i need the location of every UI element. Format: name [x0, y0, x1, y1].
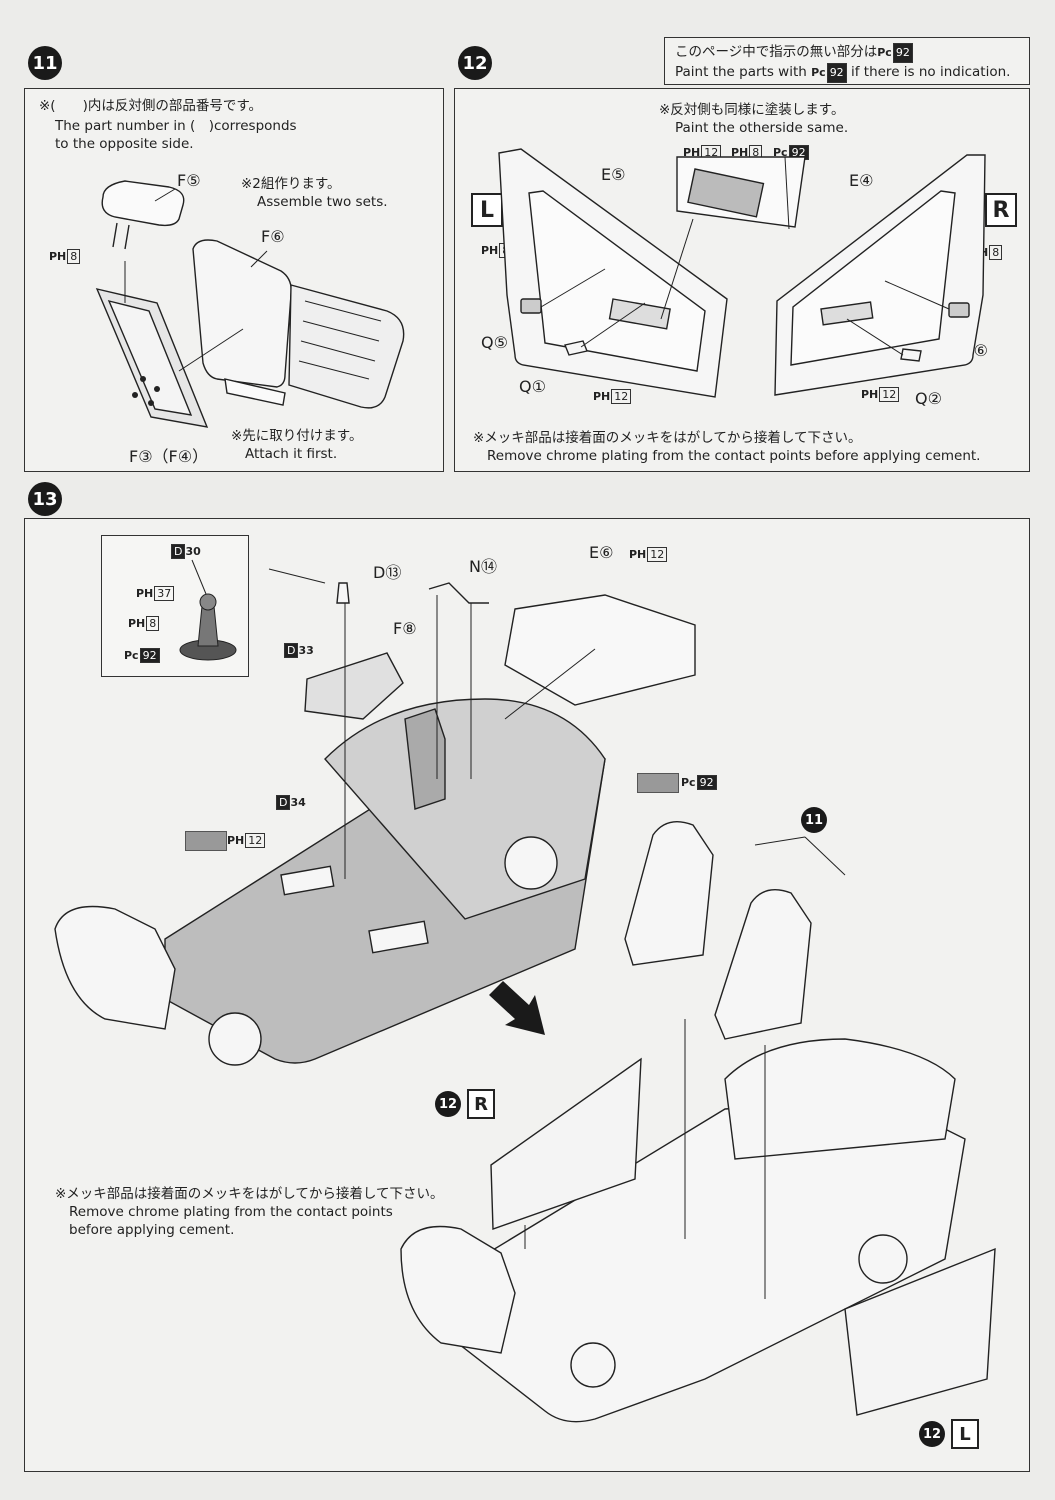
step12-same-jp: ※反対側も同様に塗装します。 — [659, 102, 845, 118]
chassis-assembly-drawing — [54, 568, 996, 1423]
part-d13-label: D⑬ — [373, 563, 402, 582]
step12-same-en: Paint the otherside same. — [675, 120, 849, 136]
ref-step-12-l-badge: 12 — [919, 1421, 945, 1447]
right-side-marker: R — [985, 193, 1017, 227]
step-13-badge: 13 — [28, 482, 62, 516]
part-q2-label: Q② — [915, 389, 942, 408]
step-12-panel: ※反対側も同様に塗装します。 Paint the otherside same.… — [454, 88, 1030, 472]
part-q1-label: Q① — [519, 377, 546, 396]
swatch-pc92 — [637, 773, 679, 793]
ref-r-marker: R — [467, 1089, 495, 1119]
part-e4-label: E④ — [849, 171, 874, 190]
step-11-badge: 11 — [28, 46, 62, 80]
part-f5-label: F⑤ — [177, 171, 201, 190]
step13-chrome-jp: ※メッキ部品は接着面のメッキをはがしてから接着して下さい。 — [55, 1186, 444, 1202]
ref-l-marker: L — [951, 1419, 979, 1449]
step13-chrome-en2: before applying cement. — [69, 1222, 235, 1238]
step11-sets-en: Assemble two sets. — [257, 194, 388, 210]
step11-sets-jp: ※2組作ります。 — [241, 176, 341, 192]
part-n14-label: N⑭ — [469, 557, 497, 576]
step11-note-jp: ※( )内は反対側の部品番号です。 — [39, 98, 262, 114]
step11-note-en1: The part number in ( )corresponds — [55, 118, 297, 134]
part-f6-label: F⑥ — [261, 227, 285, 246]
ref-step-11-badge: 11 — [801, 807, 827, 833]
seat-assembly-drawing — [95, 180, 405, 428]
part-f3-label: F③（F④） — [129, 447, 209, 466]
part-e5-label: E⑤ — [601, 165, 626, 184]
step11-attach-jp: ※先に取り付けます。 — [231, 428, 363, 444]
part-f8-label: F⑧ — [393, 619, 417, 638]
part-e6-label: E⑥ — [589, 543, 614, 562]
swatch-ph12 — [185, 831, 227, 851]
step11-attach-en: Attach it first. — [245, 446, 338, 462]
step12-chrome-jp: ※メッキ部品は接着面のメッキをはがしてから接着して下さい。 — [473, 430, 862, 446]
step11-note-en2: to the opposite side. — [55, 136, 194, 152]
left-side-marker: L — [471, 193, 503, 227]
ref-step-12-r-badge: 12 — [435, 1091, 461, 1117]
step12-chrome-en: Remove chrome plating from the contact p… — [487, 448, 981, 464]
part-q5-label: Q⑤ — [481, 333, 508, 352]
step-12-badge: 12 — [458, 46, 492, 80]
step-11-panel: ※( )内は反対側の部品番号です。 The part number in ( )… — [24, 88, 444, 472]
step13-chrome-en1: Remove chrome plating from the contact p… — [69, 1204, 393, 1220]
door-panels-drawing — [498, 148, 986, 398]
